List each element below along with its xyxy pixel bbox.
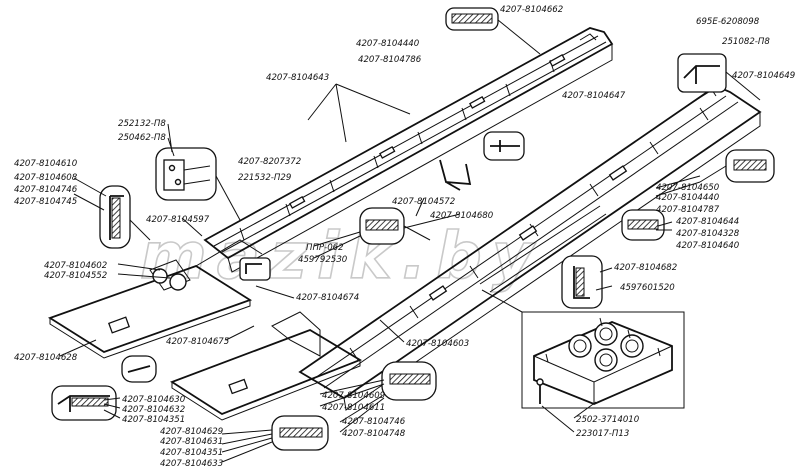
- part-label: 4207-8104628: [14, 353, 78, 363]
- part-label: 4597601520: [620, 283, 675, 293]
- middle-floor-panel: [170, 311, 363, 421]
- part-label: 695E-6208098: [696, 17, 760, 27]
- part-label: 4207-8104674: [296, 293, 359, 303]
- part-label: 4207-8104572: [392, 197, 455, 207]
- part-label: 4207-8104650: [656, 183, 720, 193]
- part-label: 250462-П8: [118, 133, 166, 143]
- part-label: 4207-8104440: [356, 39, 420, 49]
- part-label: 4207-8104675: [166, 337, 229, 347]
- left-floor-panel: [47, 239, 263, 359]
- leader-lines: [59, 83, 701, 463]
- part-label: 4207-8104597: [146, 215, 210, 225]
- part-label: 251082-П8: [722, 37, 770, 47]
- part-label: 223017-П13: [576, 429, 629, 439]
- part-label: 4207-8104643: [266, 73, 329, 83]
- part-label: 4207-8104640: [676, 241, 740, 251]
- part-label: 4207-8104440: [656, 193, 720, 203]
- part-label: 4207-8104603: [406, 339, 469, 349]
- part-label: 4207-8104609: [322, 391, 385, 401]
- part-label: 4207-8104351: [122, 415, 185, 425]
- part-labels: 4207-8104662 4207-8104440 4207-8104786 6…: [14, 5, 795, 469]
- part-label: 4207-8104647: [562, 91, 626, 101]
- part-label: 252132-П8: [118, 119, 166, 129]
- part-label: 4207-8104787: [656, 205, 720, 215]
- part-label: 4207-8104748: [342, 429, 406, 439]
- upper-rail: [203, 27, 614, 273]
- part-label: 4207-8104552: [44, 271, 107, 281]
- part-label: 4597925З0: [298, 255, 348, 265]
- part-label: 4207-8104662: [500, 5, 563, 15]
- part-label: 221532-П29: [238, 173, 291, 183]
- lower-rail: [298, 84, 762, 411]
- part-label: 4207-8104633: [160, 459, 223, 469]
- part-label: ППР-062: [306, 243, 344, 253]
- part-label: 4207-8104610: [14, 159, 78, 169]
- part-label: 2502-3714010: [576, 415, 640, 425]
- part-label: 4207-8104786: [358, 55, 422, 65]
- part-label: 4207-8104682: [614, 263, 677, 273]
- part-label: 4207-8104746: [14, 185, 78, 195]
- part-label: 4207-8104631: [160, 437, 223, 447]
- part-label: 4207-8207372: [238, 157, 301, 167]
- part-label: 4207-8104680: [430, 211, 494, 221]
- part-label: 4207-8104632: [122, 405, 185, 415]
- part-label: 4207-8104629: [160, 427, 223, 437]
- part-label: 4207-8104746: [342, 417, 406, 427]
- part-label: 4207-8104328: [676, 229, 740, 239]
- part-label: 4207-8104611: [322, 403, 385, 413]
- detail-callouts: [51, 7, 775, 451]
- part-label: 4207-8104602: [44, 261, 107, 271]
- part-label: 4207-8104608: [14, 173, 78, 183]
- part-label: 4207-8104745: [14, 197, 77, 207]
- part-label: 4207-8104644: [676, 217, 739, 227]
- part-label: 4207-8104649: [732, 71, 795, 81]
- part-label: 4207-8104351: [160, 448, 223, 458]
- part-label: 4207-8104630: [122, 395, 186, 405]
- vent-cover-unit: [521, 311, 685, 409]
